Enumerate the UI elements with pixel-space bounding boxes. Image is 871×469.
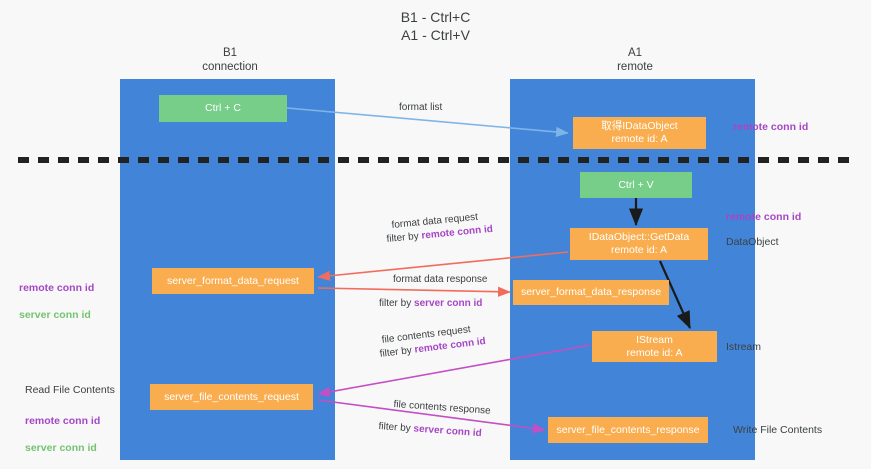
node-server-file-contents-request[interactable]: server_file_contents_request — [150, 384, 313, 410]
filter-prefix: filter by — [379, 344, 416, 360]
edge-format-data-request — [317, 251, 569, 281]
annotation-read-file-contents: Read File Contents — [25, 384, 115, 396]
annotation-left-server-conn-id-2: server conn id — [25, 441, 97, 454]
filter-key-server-conn-id: server conn id — [413, 423, 483, 440]
annotation-istream: Istream — [726, 341, 762, 353]
column-header-a1: A1 remote — [617, 47, 653, 73]
edge-format-list — [286, 107, 569, 138]
node-server-file-contents-response[interactable]: server_file_contents_response — [548, 417, 708, 443]
column-header-b1: B1 connection — [202, 47, 258, 73]
edge-label-format-data-response: format data response — [393, 274, 488, 285]
annotation-write-file-contents: Write File Contents — [733, 424, 823, 436]
edge-file-contents-request — [317, 344, 591, 397]
node-istream[interactable]: IStream remote id: A — [592, 331, 717, 362]
filter-prefix: filter by — [378, 420, 414, 435]
page-title: B1 - Ctrl+C A1 - Ctrl+V — [400, 9, 471, 43]
edge-label-format-data-response-filter: filter by server conn id — [379, 297, 482, 311]
annotation-remote-conn-id-mid: remote conn id — [726, 211, 802, 223]
annotation-left-conn-ids: remote conn id server conn id — [19, 268, 94, 336]
annotation-remote-conn-id-top: remote conn id — [733, 121, 809, 133]
edge-getdata-to-istream — [658, 260, 692, 330]
filter-prefix: filter by — [379, 298, 415, 309]
node-server-format-data-request[interactable]: server_format_data_request — [152, 268, 314, 294]
node-ctrl-v[interactable]: Ctrl + V — [580, 172, 692, 198]
node-get-idataobject[interactable]: 取得IDataObject remote id: A — [573, 117, 706, 149]
annotation-left-remote-conn-id-2: remote conn id — [25, 414, 101, 427]
node-server-format-data-response[interactable]: server_format_data_response — [513, 280, 669, 305]
edge-label-format-list: format list — [399, 102, 443, 113]
edge-file-contents-response — [317, 399, 546, 434]
annotation-dataobject: DataObject — [726, 236, 779, 248]
annotation-left-server-conn-id: server conn id — [19, 308, 91, 321]
annotation-left-remote-conn-id: remote conn id — [19, 281, 95, 294]
node-ctrl-c[interactable]: Ctrl + C — [159, 95, 287, 122]
edge-format-data-response — [317, 286, 511, 297]
annotation-left-conn-ids-2: remote conn id server conn id — [25, 401, 100, 469]
filter-prefix: filter by — [386, 230, 423, 245]
filter-key-server-conn-id: server conn id — [414, 298, 483, 309]
node-idataobject-getdata[interactable]: IDataObject::GetData remote id: A — [570, 228, 708, 260]
